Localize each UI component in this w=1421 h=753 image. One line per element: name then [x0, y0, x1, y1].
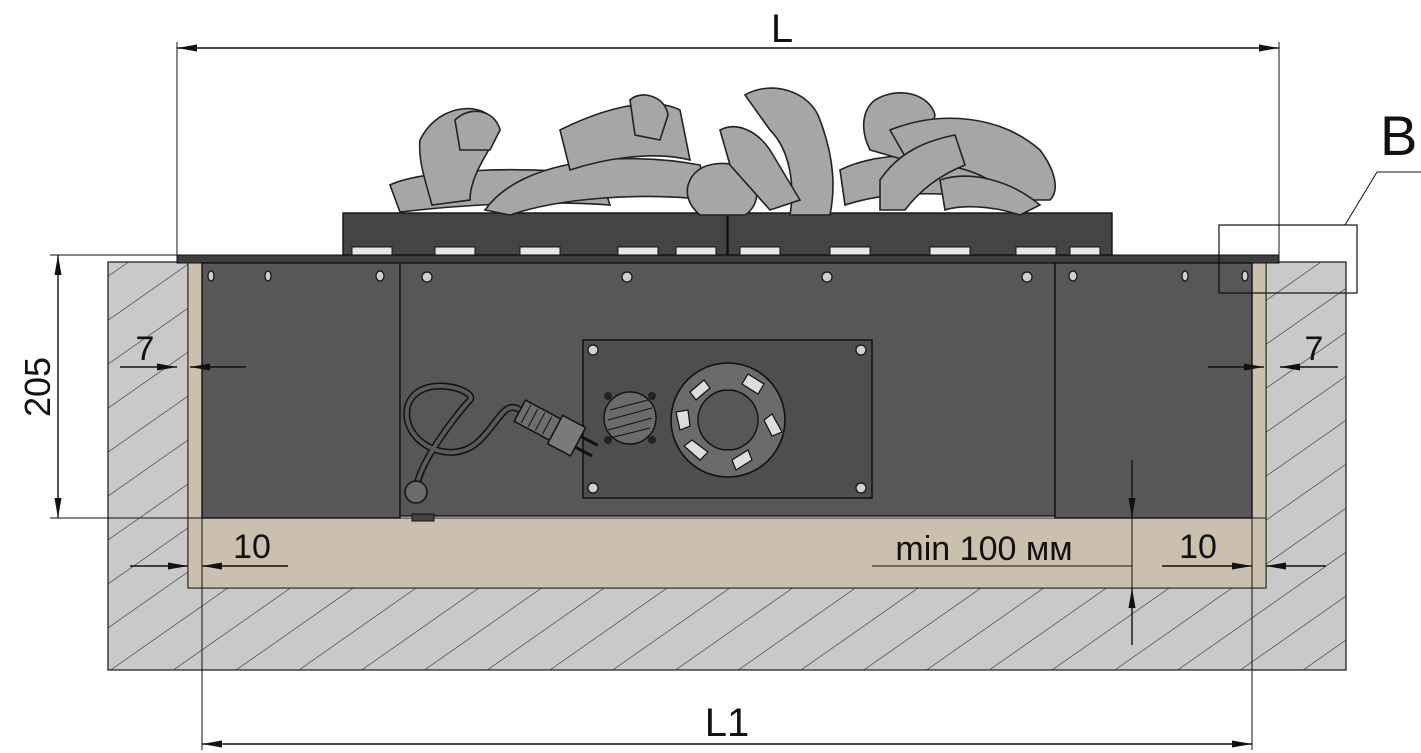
panel-screw	[855, 344, 867, 356]
dimension-side-gap-right: 7	[1208, 330, 1338, 371]
screw	[1021, 271, 1033, 283]
top-plate	[176, 254, 1280, 264]
body-foot	[411, 513, 435, 522]
side-gap-left-label: 7	[136, 330, 155, 368]
detail-frame	[1218, 224, 1358, 294]
dimension-bottom-gap-left: 10	[130, 528, 288, 570]
body-left-section	[201, 262, 401, 519]
power-cord	[403, 382, 599, 504]
insulation-layer	[187, 261, 1267, 589]
dimension-L1-label: L1	[705, 701, 750, 745]
ceramic-logs	[389, 87, 1056, 216]
screw	[1181, 270, 1189, 282]
dimension-side-gap-left: 7	[120, 330, 246, 371]
panel-screw	[587, 482, 599, 494]
log-tray	[342, 212, 1113, 256]
dimension-L-label: L	[771, 7, 793, 51]
body-right-section	[1054, 262, 1253, 519]
bottom-gap-right-label: 10	[1179, 528, 1217, 566]
dimension-L: L	[176, 7, 1280, 255]
dimension-L1: L1	[201, 518, 1253, 750]
top-screws	[207, 270, 1249, 283]
insulation-bottom	[187, 517, 1267, 589]
panel-screw	[855, 482, 867, 494]
screw	[375, 270, 385, 282]
plug-icon	[513, 399, 599, 458]
screw	[1068, 270, 1078, 282]
screw	[621, 271, 633, 283]
side-gap-right-label: 7	[1305, 330, 1324, 368]
screw	[421, 271, 433, 283]
control-panel	[582, 339, 873, 499]
screw	[207, 270, 215, 282]
dimension-height: 205	[17, 254, 202, 519]
fireplace-body	[176, 254, 1280, 522]
panel-screw	[587, 344, 599, 356]
cord-grommet	[404, 480, 428, 504]
dimension-min-clearance: min 100 мм	[872, 460, 1136, 645]
detail-b-callout: B	[1218, 104, 1421, 294]
dimension-bottom-gap-right: 10	[1162, 528, 1326, 570]
screw	[1241, 270, 1249, 282]
detail-label: B	[1380, 104, 1417, 167]
min-clearance-label: min 100 мм	[895, 530, 1072, 568]
bottom-gap-left-label: 10	[233, 528, 271, 566]
dimension-height-label: 205	[17, 357, 58, 417]
screw	[821, 271, 833, 283]
screw	[264, 270, 272, 282]
small-fan-grille	[603, 391, 657, 445]
large-fan-grille	[670, 362, 786, 478]
